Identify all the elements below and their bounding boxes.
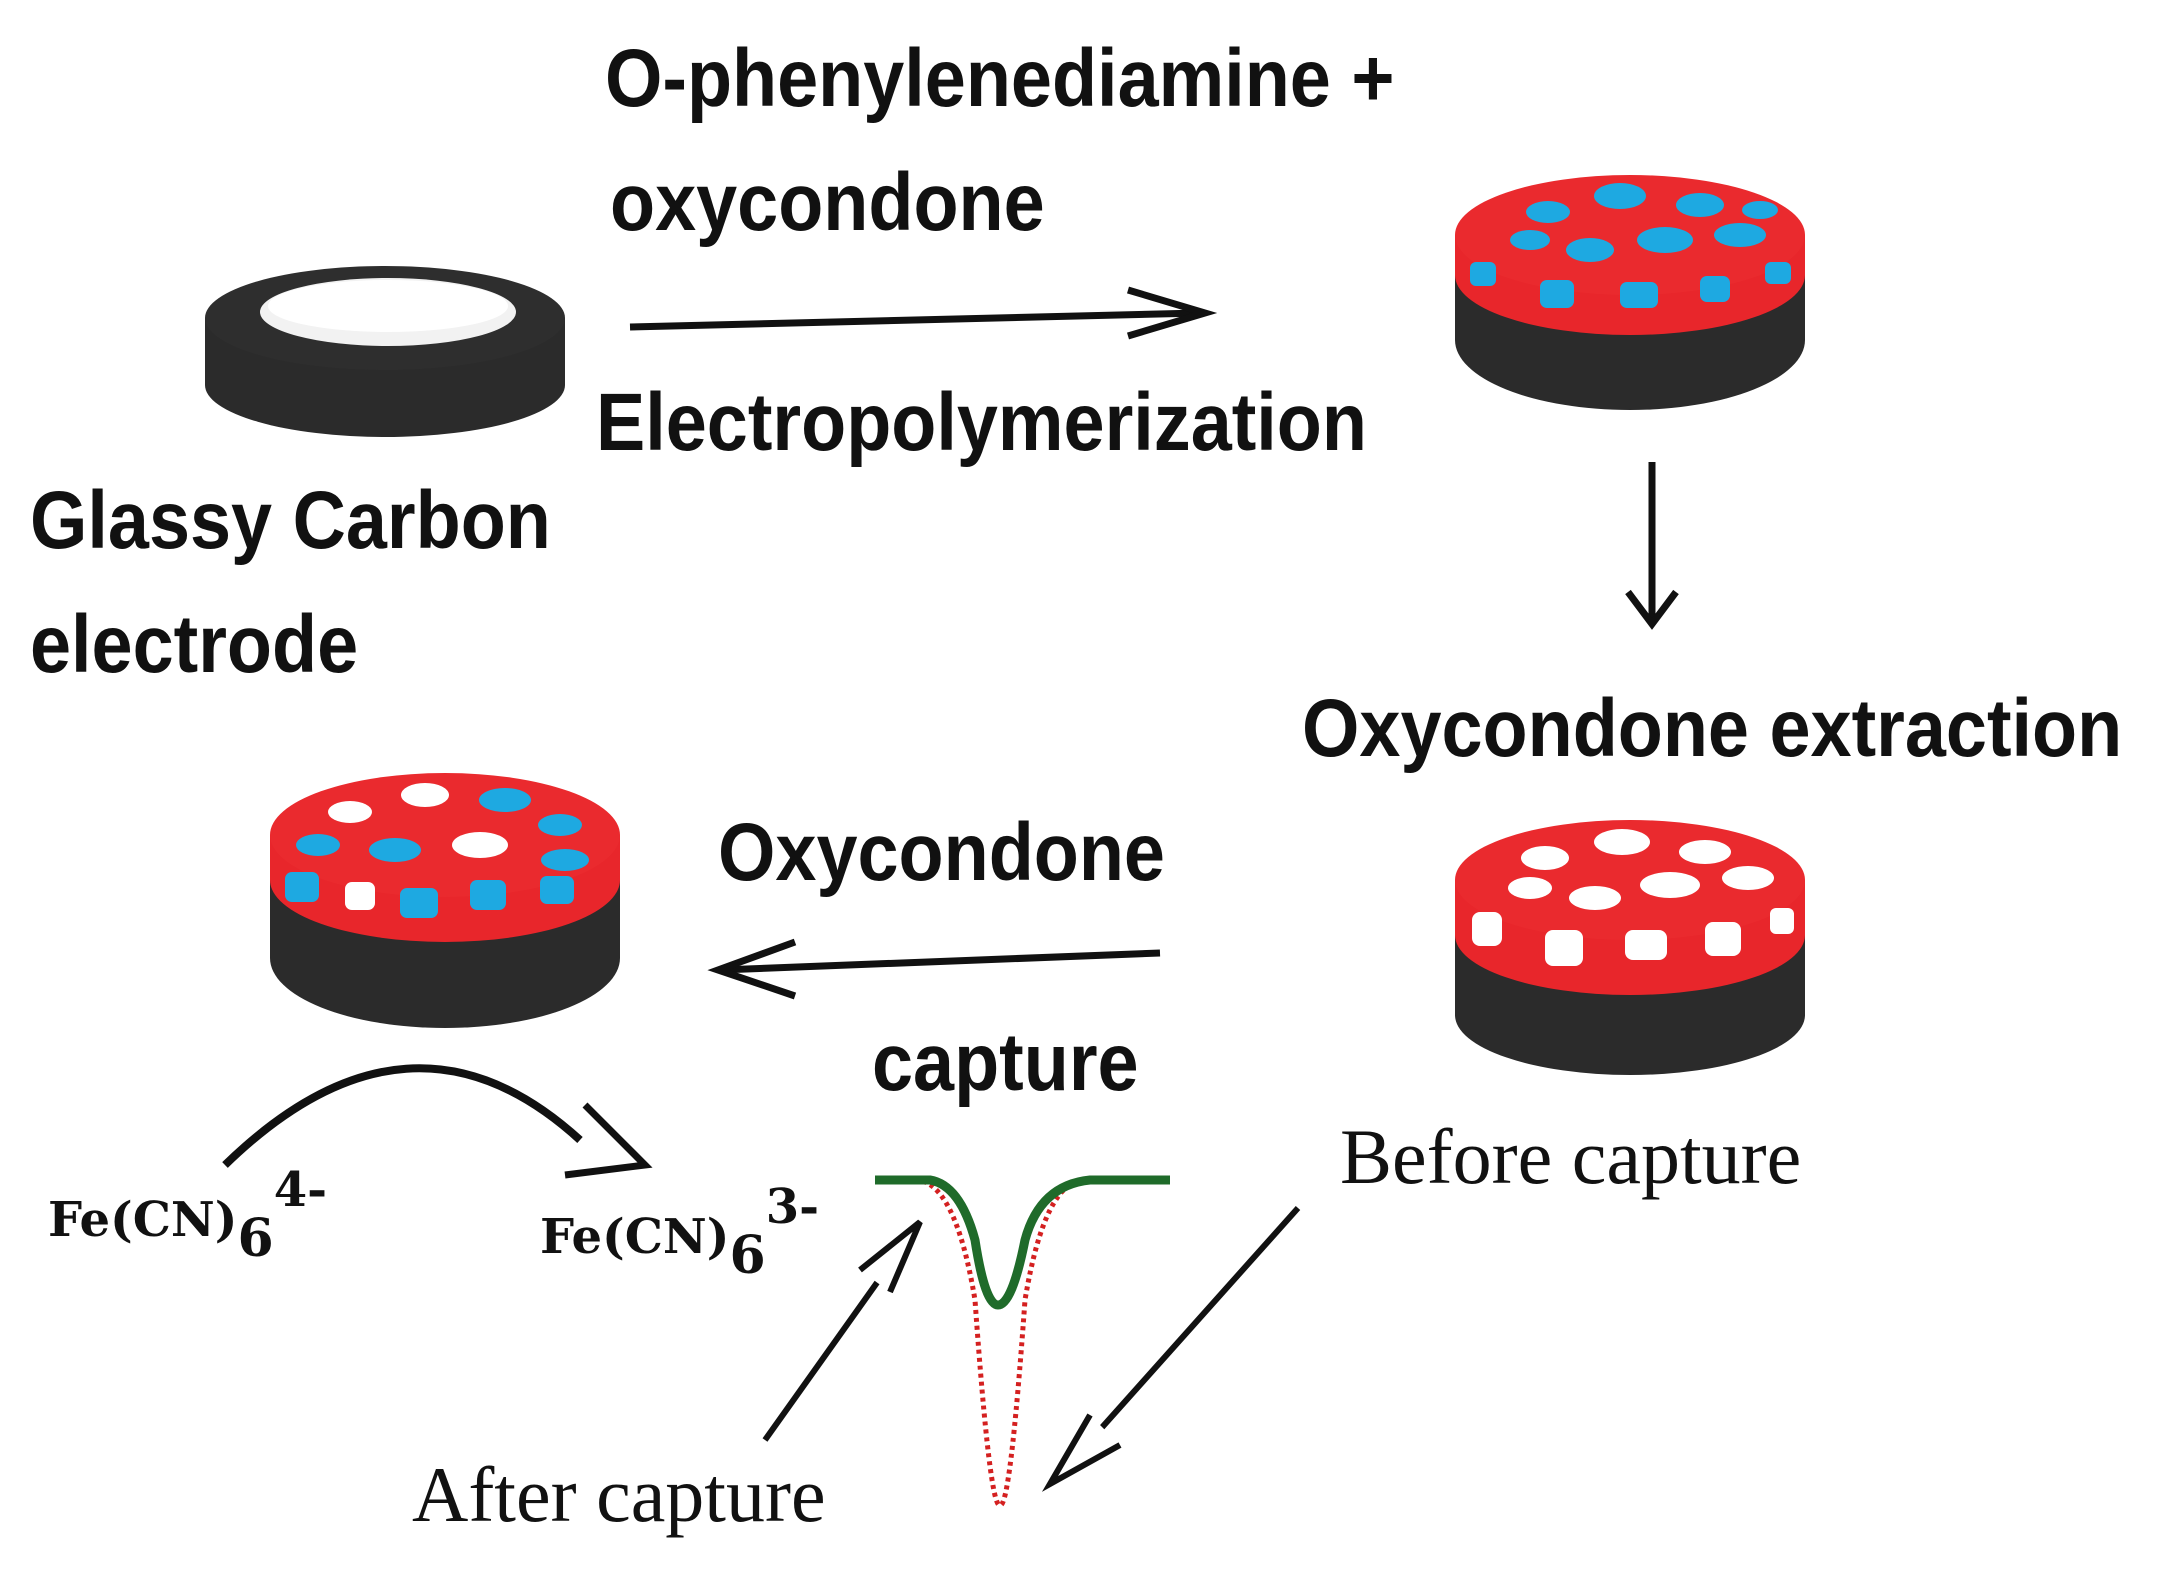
reagent-label-line2: oxycondone xyxy=(610,157,1045,248)
extraction-label: Oxycondone extraction xyxy=(1302,683,2123,774)
process-label: Electropolymerization xyxy=(596,377,1367,468)
after-capture-label: After capture xyxy=(412,1451,826,1538)
after-capture-pointer xyxy=(762,1219,923,1442)
imprinted-electrode xyxy=(1455,175,1805,410)
ferricyanide-label: Fe(CN)63- xyxy=(540,1179,819,1286)
redox-curved-arrow xyxy=(222,1064,653,1179)
rebound-electrode xyxy=(270,773,620,1028)
capture-label-line2: capture xyxy=(872,1017,1139,1108)
reagent-label-line1: O-phenylenediamine + xyxy=(605,33,1395,124)
ferricyanide-subscript: 6 xyxy=(729,1225,766,1286)
cavities xyxy=(1472,829,1794,966)
before-capture-label: Before capture xyxy=(1340,1113,1802,1200)
extracted-electrode xyxy=(1455,820,1805,1075)
bare-electrode xyxy=(205,266,565,437)
capture-arrow xyxy=(707,938,1161,1000)
ferrocyanide-subscript: 6 xyxy=(237,1208,274,1269)
electrode-label-line2: electrode xyxy=(30,599,359,690)
voltammogram xyxy=(875,1175,1170,1508)
ferricyanide-species: Fe(CN) xyxy=(540,1209,730,1265)
electropolymerization-arrow xyxy=(629,286,1218,340)
after-capture-curve xyxy=(875,1175,1170,1310)
ferrocyanide-label: Fe(CN)64- xyxy=(48,1162,327,1269)
template-molecules xyxy=(1470,183,1791,308)
electrode-label-line1: Glassy Carbon xyxy=(30,475,551,566)
capture-label-line1: Oxycondone xyxy=(718,807,1165,898)
ferrocyanide-species: Fe(CN) xyxy=(48,1192,238,1248)
extraction-arrow xyxy=(1625,462,1679,630)
ferrocyanide-charge: 4- xyxy=(273,1162,328,1218)
ferricyanide-charge: 3- xyxy=(765,1179,820,1235)
before-capture-pointer xyxy=(1041,1206,1301,1492)
rebound-mixed-sites xyxy=(285,783,589,918)
